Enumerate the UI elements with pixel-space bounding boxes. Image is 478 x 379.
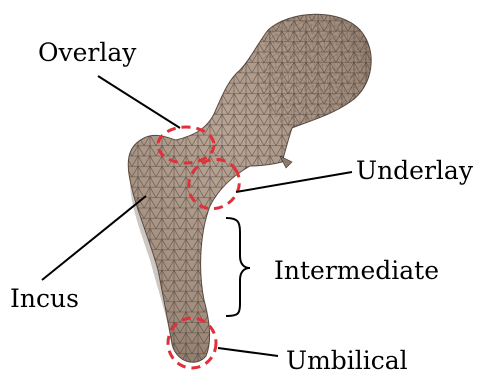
overlay-label: Overlay bbox=[38, 40, 136, 65]
ossicle-mesh bbox=[128, 14, 371, 362]
intermediate-label: Intermediate bbox=[274, 258, 439, 283]
underlay-leader-line bbox=[236, 172, 352, 192]
intermediate-brace bbox=[226, 218, 250, 316]
incus-leader-line bbox=[42, 196, 146, 280]
underlay-label: Underlay bbox=[356, 158, 473, 183]
umbilical-label: Umbilical bbox=[286, 348, 408, 373]
incus-label: Incus bbox=[10, 286, 79, 311]
overlay-leader-line bbox=[98, 76, 180, 128]
umbilical-leader-line bbox=[218, 348, 278, 356]
mesh-head-detail bbox=[261, 14, 371, 128]
